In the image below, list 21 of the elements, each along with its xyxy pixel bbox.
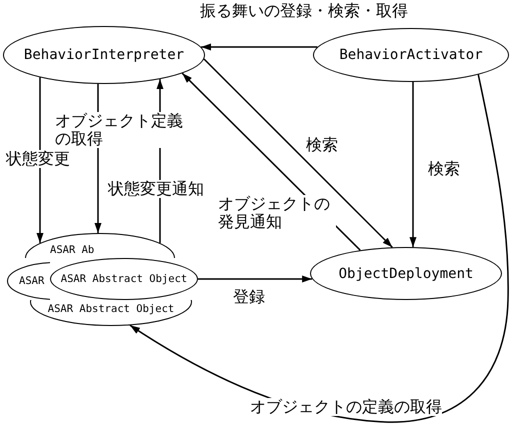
edge-label: オブジェクトの発見通知 — [218, 195, 336, 231]
arrow — [203, 58, 393, 248]
edge-label: 状態変更通知 — [108, 180, 204, 198]
arrow — [130, 74, 509, 423]
edge-label: 状態変更 — [6, 150, 70, 168]
node-label: ObjectDeployment — [338, 266, 474, 282]
arrow — [201, 44, 318, 50]
node-label: ASAR Abstract Object — [48, 303, 174, 315]
node-label: BehaviorActivator — [339, 47, 483, 63]
node-label: ASAR Ab — [50, 244, 94, 256]
node-label: ASAR Abstract Object — [60, 273, 188, 285]
arrow — [410, 82, 416, 248]
arrow — [198, 276, 312, 282]
arrow — [36, 77, 44, 243]
node-label: BehaviorInterpreter — [24, 47, 184, 63]
edge-label: 検索 — [428, 160, 460, 178]
edge-label: 検索 — [306, 136, 338, 154]
edge-label: 登録 — [233, 288, 265, 306]
edge-label: 振る舞いの登録・検索・取得 — [200, 2, 408, 20]
node-label: ASAR — [19, 275, 44, 287]
edge-label: オブジェクトの定義の取得 — [250, 398, 442, 416]
